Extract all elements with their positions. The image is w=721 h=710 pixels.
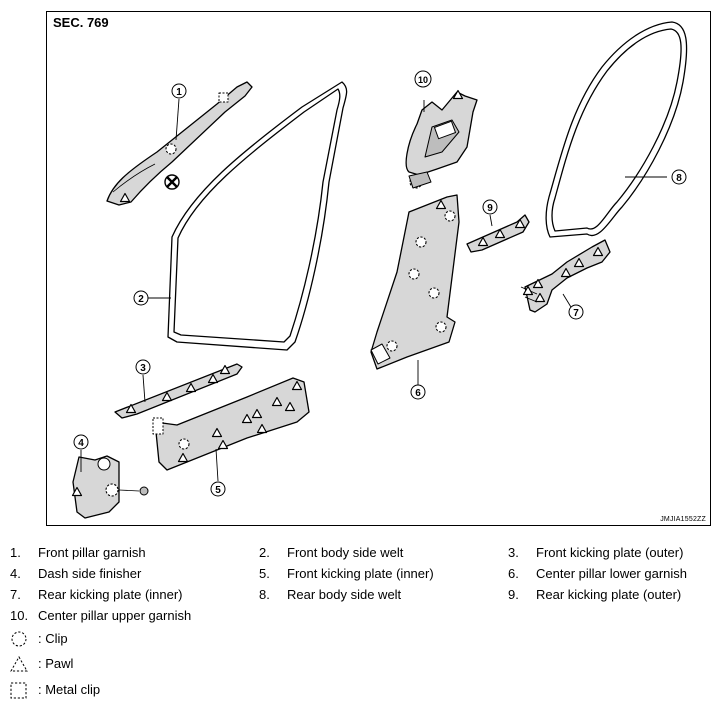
callout-3: 3 [135, 359, 151, 375]
rear-kicking-plate-inner [520, 239, 611, 313]
parts-diagram: 1 2 3 4 5 6 7 8 9 10 [71, 21, 688, 519]
clip-icon [11, 631, 27, 647]
callout-7: 7 [568, 304, 584, 320]
svg-text:7: 7 [573, 308, 579, 319]
svg-text:6: 6 [415, 388, 421, 399]
svg-text:3: 3 [140, 363, 146, 374]
front-kicking-plate-outer [114, 363, 243, 419]
front-kicking-plate-inner [152, 377, 310, 471]
rear-kicking-plate-outer [466, 214, 530, 253]
front-pillar-garnish [106, 81, 253, 206]
callout-4: 4 [73, 434, 89, 450]
pawl-icon [10, 655, 28, 672]
dash-side-finisher [71, 455, 149, 519]
diagram-frame: SEC. 769 [46, 11, 711, 526]
center-pillar-lower-garnish [370, 194, 460, 370]
svg-text:4: 4 [78, 438, 84, 449]
center-pillar-upper-garnish [405, 89, 478, 189]
figure-code: JMJIA1552ZZ [660, 516, 706, 523]
symbol-legend-pawl: : Pawl [8, 654, 148, 676]
metal-clip-icon [10, 682, 27, 699]
symbol-legend-metal-clip: : Metal clip [8, 680, 148, 702]
callout-8: 8 [671, 169, 687, 185]
callout-9: 9 [482, 199, 498, 215]
front-body-side-welt [167, 81, 348, 351]
svg-text:10: 10 [418, 75, 428, 85]
callout-2: 2 [133, 290, 149, 306]
callout-1: 1 [171, 83, 187, 99]
symbol-legend-clip: : Clip [8, 629, 148, 651]
svg-text:8: 8 [676, 173, 682, 184]
rear-body-side-welt [545, 21, 688, 238]
callout-6: 6 [410, 384, 426, 400]
svg-text:1: 1 [176, 87, 182, 98]
svg-text:5: 5 [215, 485, 221, 496]
section-label: SEC. 769 [53, 15, 109, 30]
svg-text:9: 9 [487, 203, 493, 214]
callout-10: 10 [414, 70, 432, 88]
svg-text:2: 2 [138, 294, 144, 305]
callout-5: 5 [210, 481, 226, 497]
